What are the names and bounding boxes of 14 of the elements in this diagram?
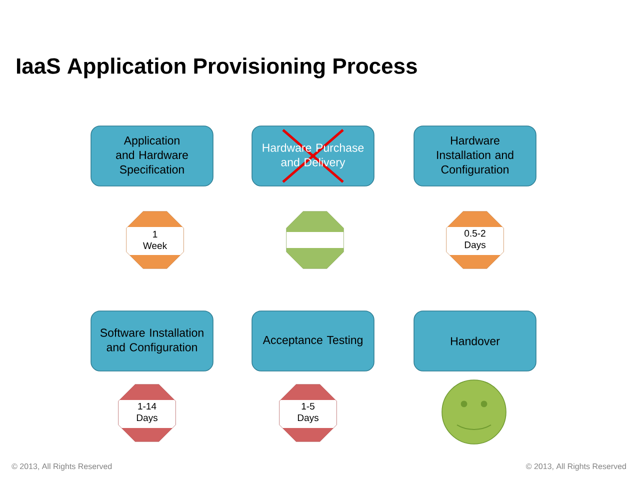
duration-octagon: 1-5 Days [279,384,337,442]
process-box: Application and Hardware Specification [90,126,214,186]
duration-octagon [286,211,344,269]
process-box: Handover [414,310,536,372]
process-box: Software Installation and Configuration [90,310,214,372]
footer-note: © 2013, All Rights Reserved [526,463,626,471]
footer-note: © 2013, All Rights Reserved [12,463,112,471]
duration-octagon: 1-14 Days [118,384,176,442]
smiley-icon [442,380,506,444]
duration-octagon: 0.5-2 Days [446,211,504,269]
duration-octagon: 1 Week [126,211,184,269]
process-box: Hardware Installation and Configuration [414,126,536,186]
process-box: Acceptance Testing [252,310,374,372]
title: IaaS Application Provisioning Process [17,58,417,78]
